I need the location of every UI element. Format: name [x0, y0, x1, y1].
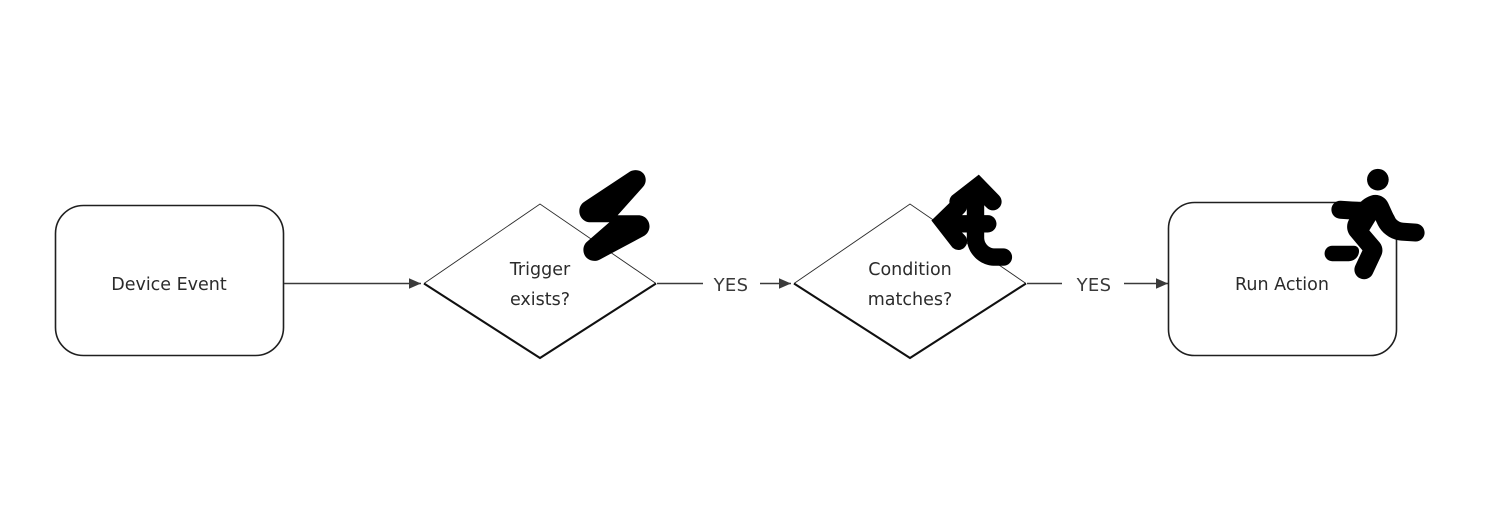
edge-trigger-to-condition: YES [657, 275, 791, 296]
lightning-bolt-icon [579, 170, 650, 261]
edge-trigger-to-condition-arrowhead [779, 278, 791, 289]
node-run-action[interactable]: Run Action [1167, 201, 1398, 357]
node-device-event[interactable]: Device Event [54, 204, 285, 357]
edge-condition-to-action-arrowhead [1156, 278, 1168, 289]
node-trigger-exists[interactable]: Trigger exists? [423, 203, 657, 360]
trigger-exists-label-line2: exists? [510, 290, 570, 310]
edge-event-to-trigger-arrowhead [409, 278, 421, 289]
run-action-label: Run Action [1235, 275, 1329, 295]
condition-matches-lower-edges [793, 282, 1027, 360]
edge-condition-to-action-label: YES [1076, 275, 1112, 296]
edge-condition-to-action: YES [1027, 275, 1168, 296]
branch-arrow-icon [931, 174, 1013, 266]
trigger-exists-lower-edges [423, 282, 657, 360]
node-condition-matches[interactable]: Condition matches? [793, 203, 1027, 360]
running-person-icon [1324, 168, 1425, 280]
condition-matches-shape[interactable] [794, 204, 1026, 358]
trigger-exists-upper-edges [423, 203, 657, 284]
condition-matches-label-line2: matches? [868, 290, 953, 310]
edge-event-to-trigger [284, 278, 421, 289]
trigger-exists-shape[interactable] [424, 204, 656, 358]
device-event-label: Device Event [111, 275, 227, 295]
run-action-shape[interactable] [1167, 201, 1398, 357]
trigger-exists-label-line1: Trigger [509, 260, 571, 280]
edge-trigger-to-condition-label: YES [713, 275, 749, 296]
condition-matches-label-line1: Condition [868, 260, 952, 280]
device-event-shape[interactable] [54, 204, 285, 357]
